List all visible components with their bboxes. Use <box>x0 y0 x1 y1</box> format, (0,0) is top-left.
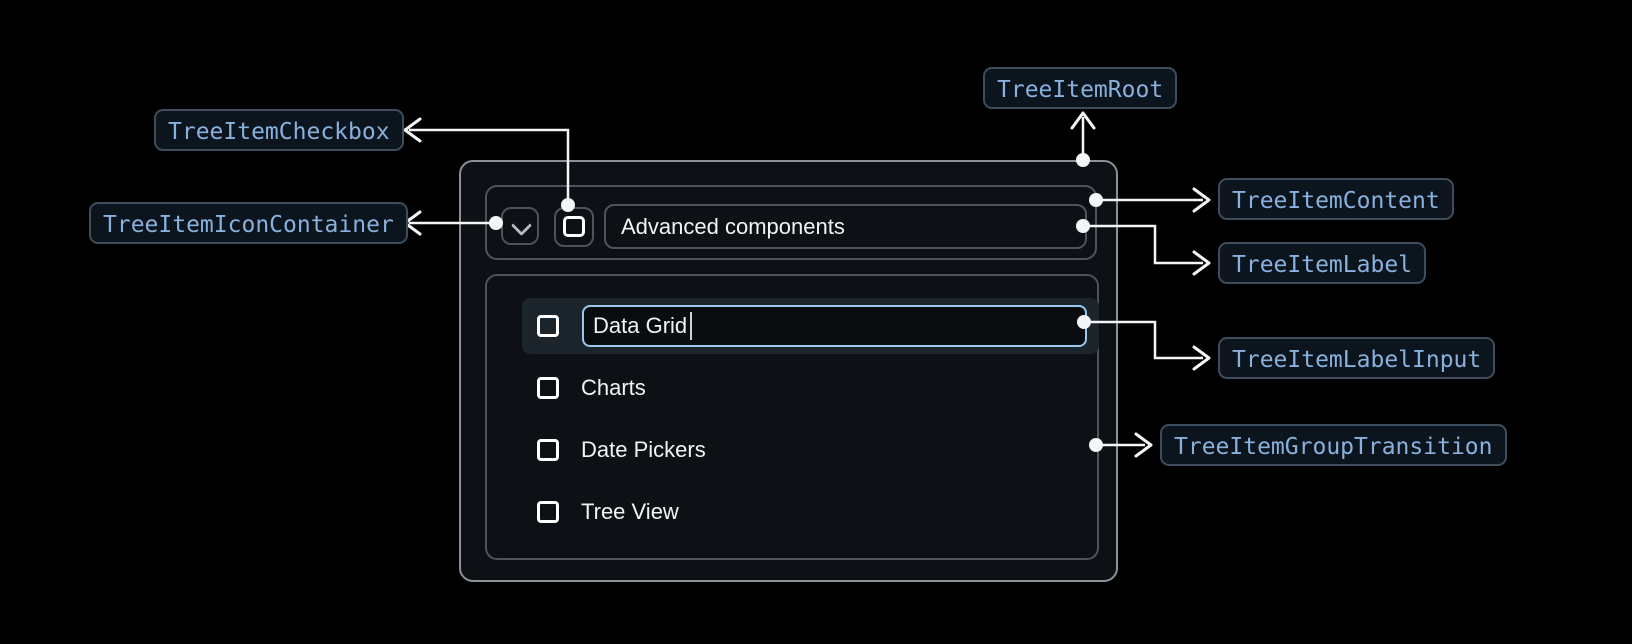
checkbox-icon[interactable] <box>537 439 559 461</box>
anatomy-label-tree-item-root: TreeItemRoot <box>983 67 1178 109</box>
checkbox-icon[interactable] <box>537 315 559 337</box>
text-caret <box>690 312 693 340</box>
connector-tree-item-group-transition <box>1089 432 1153 458</box>
anatomy-label-tree-item-icon-container: TreeItemIconContainer <box>89 202 408 244</box>
tree-item-label-text: Date Pickers <box>581 437 706 462</box>
anatomy-label-tree-item-label: TreeItemLabel <box>1218 242 1427 284</box>
tree-item-label-text: Tree View <box>581 499 679 524</box>
connector-tree-item-checkbox <box>403 117 575 212</box>
tree-item-root: Advanced components Data Grid Charts <box>459 160 1118 582</box>
tree-item-group-transition: Data Grid Charts Date Pickers Tree View <box>485 274 1099 560</box>
connector-tree-item-icon-container <box>403 210 503 236</box>
tree-row[interactable]: Charts <box>487 360 1101 416</box>
checkbox-icon[interactable] <box>537 377 559 399</box>
tree-item-label-text: Advanced components <box>621 213 845 239</box>
tree-row[interactable]: Date Pickers <box>487 422 1101 478</box>
anatomy-label-tree-item-content: TreeItemContent <box>1218 178 1454 220</box>
anatomy-label-tree-item-group-transition: TreeItemGroupTransition <box>1160 424 1507 466</box>
tree-item-label-input[interactable]: Data Grid <box>582 305 1087 347</box>
tree-item-label-text: Charts <box>581 375 646 400</box>
tree-item-label[interactable]: Advanced components <box>604 204 1087 249</box>
connector-tree-item-label <box>1076 219 1211 276</box>
connector-tree-item-content <box>1089 187 1211 213</box>
tree-row[interactable]: Tree View <box>487 484 1101 540</box>
connector-tree-item-root <box>1070 111 1096 167</box>
checkbox-icon <box>563 216 585 237</box>
label-input-value: Data Grid <box>593 313 688 338</box>
checkbox-icon[interactable] <box>537 501 559 523</box>
connector-tree-item-label-input <box>1077 315 1211 371</box>
tree-row-editing: Data Grid <box>487 276 1101 354</box>
anatomy-label-tree-item-label-input: TreeItemLabelInput <box>1218 337 1496 379</box>
anatomy-label-tree-item-checkbox: TreeItemCheckbox <box>154 109 404 151</box>
